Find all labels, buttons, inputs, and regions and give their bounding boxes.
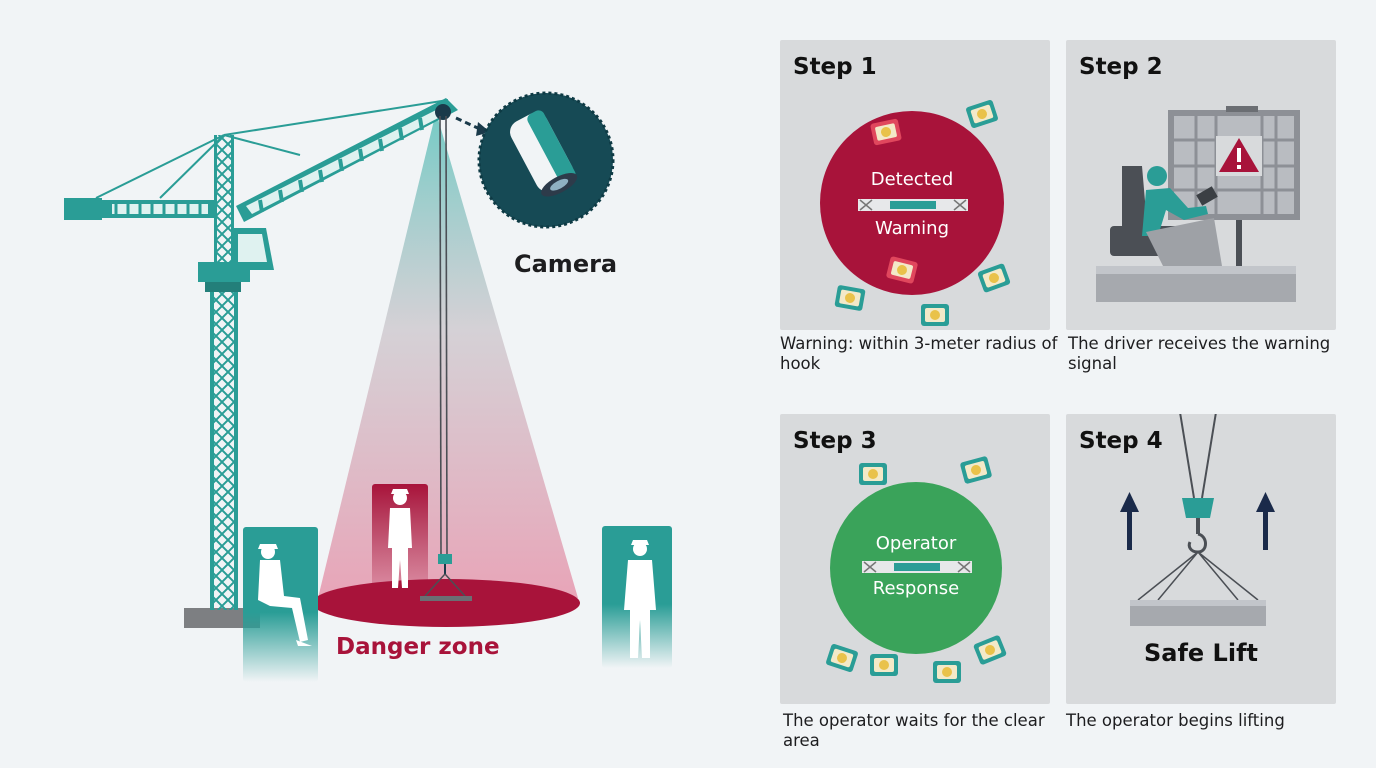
worker-right-card xyxy=(602,526,672,668)
camera-icon xyxy=(477,91,615,229)
crane-tie-lines xyxy=(95,99,449,199)
jib-camera-mount xyxy=(435,104,451,120)
danger-zone-label: Danger zone xyxy=(336,634,500,660)
step-1-panel: Step 1 Detected Warning xyxy=(780,40,1050,330)
safe-lift-label: Safe Lift xyxy=(1144,639,1258,667)
crane-tower xyxy=(210,135,238,610)
up-arrow-icon xyxy=(1256,492,1275,550)
crane-base xyxy=(184,608,260,628)
step-1-graphic xyxy=(820,99,1011,326)
main-jib xyxy=(236,98,458,222)
step-3-caption: The operator waits for the clear area xyxy=(783,711,1045,750)
up-arrow-icon xyxy=(1120,492,1139,550)
step-1-title: Step 1 xyxy=(793,54,877,80)
step-3-circle-line1: Operator xyxy=(875,533,957,554)
step-1-circle-line1: Detected xyxy=(870,169,954,190)
step-1-circle-line2: Warning xyxy=(874,218,949,239)
step-2-title: Step 2 xyxy=(1079,54,1163,80)
camera-label: Camera xyxy=(514,250,618,278)
danger-zone-ellipse xyxy=(312,579,580,627)
step-3-title: Step 3 xyxy=(793,428,877,454)
crane-scene xyxy=(64,91,672,682)
hook-icon xyxy=(1137,498,1259,601)
step-4-title: Step 4 xyxy=(1079,428,1163,454)
worker-left-card xyxy=(243,527,318,682)
step-3-graphic xyxy=(826,456,1007,683)
worker-badges xyxy=(834,99,1011,326)
worker-center-card xyxy=(372,484,428,594)
step-2-caption: The driver receives the warning signal xyxy=(1068,334,1331,373)
step-4-graphic xyxy=(1120,414,1275,626)
crane-cab xyxy=(198,228,274,292)
step-3-panel: Step 3 Operator Response xyxy=(780,414,1050,704)
step-4-caption: The operator begins lifting xyxy=(1066,711,1285,730)
hook-load xyxy=(420,554,472,601)
camera-beam xyxy=(318,112,578,598)
warning-icon xyxy=(1216,136,1262,176)
step-2-panel: Step 2 xyxy=(1066,40,1336,330)
worker-badges xyxy=(826,456,1007,683)
hoist-cables xyxy=(439,115,448,557)
step-2-graphic xyxy=(1096,106,1300,302)
step-4-panel: Step 4 Safe Lift xyxy=(1066,414,1336,704)
counter-jib xyxy=(64,198,214,220)
step-1-caption: Warning: within 3-meter radius of hook xyxy=(780,334,1058,373)
step-3-circle-line2: Response xyxy=(872,578,960,599)
